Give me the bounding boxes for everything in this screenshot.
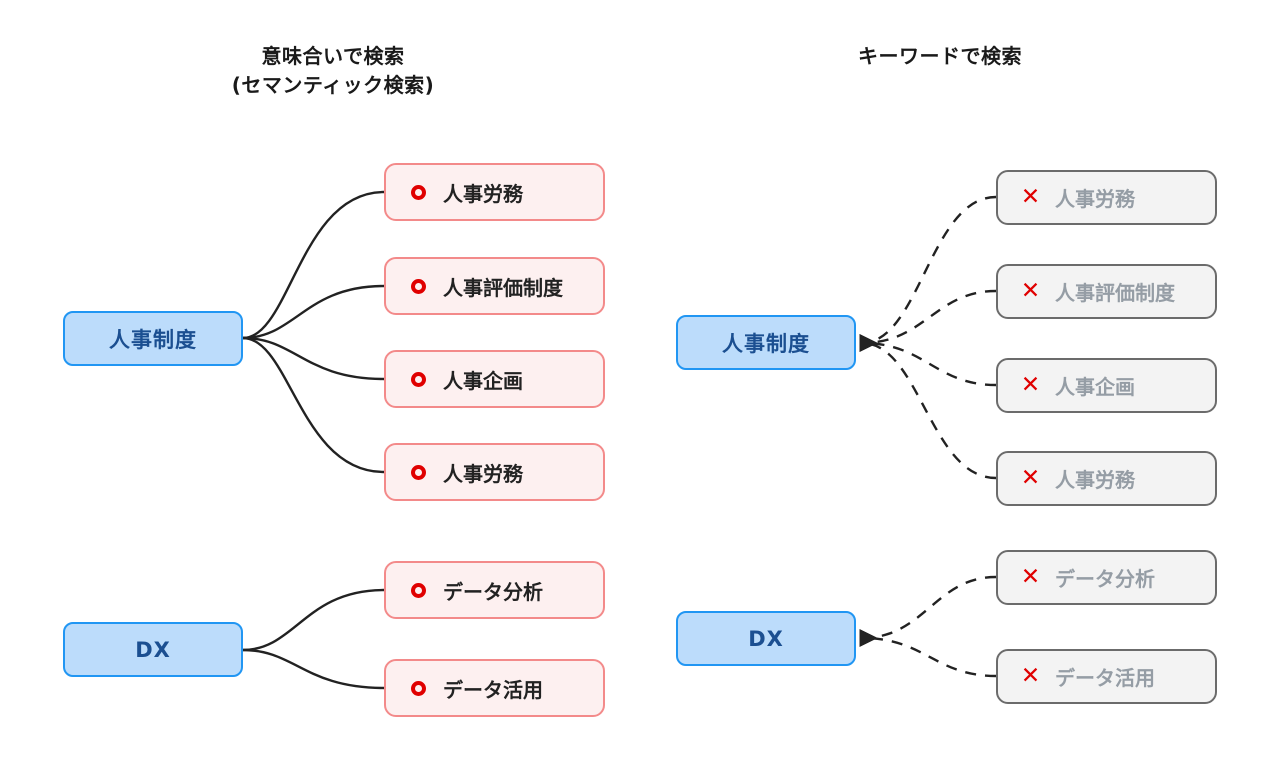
root-node-semantic-jinji[interactable]: 人事制度 xyxy=(63,311,243,366)
result-node-keyword-jinji-1[interactable]: ✕ 人事労務 xyxy=(996,170,1217,225)
circle-o-icon xyxy=(408,580,429,601)
root-node-label: DX xyxy=(748,626,784,651)
cross-x-icon: ✕ xyxy=(1020,184,1041,210)
edges-semantic-jinji xyxy=(241,190,386,474)
result-node-label: データ活用 xyxy=(443,677,543,702)
result-node-semantic-jinji-1[interactable]: 人事労務 xyxy=(384,163,605,221)
result-node-semantic-jinji-3[interactable]: 人事企画 xyxy=(384,350,605,408)
result-node-keyword-dx-1[interactable]: ✕ データ分析 xyxy=(996,550,1217,605)
cross-x-icon: ✕ xyxy=(1020,465,1041,491)
result-node-keyword-dx-2[interactable]: ✕ データ活用 xyxy=(996,649,1217,704)
column-title-keyword-line1: キーワードで検索 xyxy=(858,44,1022,68)
cross-x-icon: ✕ xyxy=(1020,564,1041,590)
circle-o-icon xyxy=(408,678,429,699)
result-node-label: 人事労務 xyxy=(443,181,523,206)
cross-x-icon: ✕ xyxy=(1020,278,1041,304)
result-node-label: 人事評価制度 xyxy=(443,275,563,300)
result-node-keyword-jinji-2[interactable]: ✕ 人事評価制度 xyxy=(996,264,1217,319)
edges-semantic-dx xyxy=(241,588,386,690)
circle-o-icon xyxy=(408,369,429,390)
cross-x-icon: ✕ xyxy=(1020,372,1041,398)
root-node-label: 人事制度 xyxy=(109,327,197,352)
edges-keyword-dx xyxy=(859,575,997,678)
column-title-keyword: キーワードで検索 xyxy=(790,42,1090,71)
result-node-label: データ分析 xyxy=(1055,567,1155,591)
root-node-label: DX xyxy=(135,637,171,662)
result-node-semantic-dx-1[interactable]: データ分析 xyxy=(384,561,605,619)
root-node-keyword-dx[interactable]: DX xyxy=(676,611,856,666)
root-node-keyword-jinji[interactable]: 人事制度 xyxy=(676,315,856,370)
result-node-semantic-dx-2[interactable]: データ活用 xyxy=(384,659,605,717)
circle-o-icon xyxy=(408,462,429,483)
result-node-label: データ分析 xyxy=(443,579,543,604)
result-node-label: 人事企画 xyxy=(1055,375,1135,399)
result-node-keyword-jinji-4[interactable]: ✕ 人事労務 xyxy=(996,451,1217,506)
result-node-semantic-jinji-4[interactable]: 人事労務 xyxy=(384,443,605,501)
result-node-keyword-jinji-3[interactable]: ✕ 人事企画 xyxy=(996,358,1217,413)
cross-x-icon: ✕ xyxy=(1020,663,1041,689)
result-node-label: データ活用 xyxy=(1055,666,1155,690)
result-node-label: 人事労務 xyxy=(1055,468,1135,492)
result-node-label: 人事評価制度 xyxy=(1055,281,1175,305)
result-node-semantic-jinji-2[interactable]: 人事評価制度 xyxy=(384,257,605,315)
edges-keyword-jinji xyxy=(859,195,997,480)
root-node-label: 人事制度 xyxy=(722,331,810,356)
column-title-semantic-line1: 意味合いで検索 xyxy=(261,44,405,68)
circle-o-icon xyxy=(408,276,429,297)
result-node-label: 人事労務 xyxy=(1055,187,1135,211)
result-node-label: 人事労務 xyxy=(443,461,523,486)
column-title-semantic-line2: (セマンティック検索) xyxy=(231,73,435,97)
column-title-semantic: 意味合いで検索 (セマンティック検索) xyxy=(183,42,483,100)
circle-o-icon xyxy=(408,182,429,203)
result-node-label: 人事企画 xyxy=(443,368,523,393)
root-node-semantic-dx[interactable]: DX xyxy=(63,622,243,677)
